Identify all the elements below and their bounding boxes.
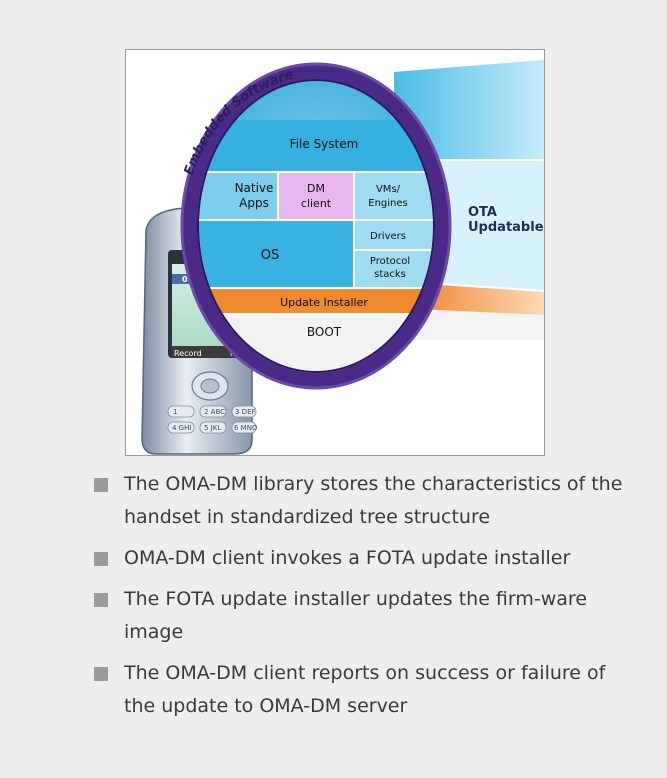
lens-rim-outer xyxy=(180,62,452,390)
bullet-item: The OMA-DM library stores the characteri… xyxy=(94,468,654,534)
lens-rim-inner xyxy=(197,79,435,373)
square-bullet-icon xyxy=(94,478,108,492)
label-protocol-2: stacks xyxy=(374,269,406,280)
phone-key-4: 4 GHI xyxy=(172,424,191,432)
bullet-item: The FOTA update installer updates the fi… xyxy=(94,583,654,649)
phone-key-1: 1 xyxy=(173,408,177,416)
layer-os xyxy=(192,219,355,289)
phone-key-6: 6 MNO xyxy=(234,424,258,432)
phone-key-5: 5 JKL xyxy=(204,424,221,432)
phone-key-2: 2 ABC xyxy=(204,408,225,416)
layer-vms-engines xyxy=(353,171,440,221)
bullet-item: OMA-DM client invokes a FOTA update inst… xyxy=(94,542,654,575)
phone-keypad: 1 2 ABC 3 DEF 4 GHI 5 JKL 6 MNO xyxy=(167,405,258,434)
phone-nav-center xyxy=(200,378,220,394)
layer-dm-client xyxy=(277,171,355,221)
software-stack-lens xyxy=(192,74,440,378)
label-update-installer: Update Installer xyxy=(280,296,368,309)
phone-key-3: 3 DEF xyxy=(235,408,256,416)
label-os: OS xyxy=(261,248,279,263)
bullet-text: The FOTA update installer updates the fi… xyxy=(124,588,588,643)
label-protocol-1: Protocol xyxy=(370,256,410,267)
phone-softkey-left: Record xyxy=(174,349,202,358)
label-file-system: File System xyxy=(290,137,359,151)
label-drivers: Drivers xyxy=(370,231,406,242)
bullet-list: The OMA-DM library stores the characteri… xyxy=(94,468,654,731)
bullet-text: The OMA-DM library stores the characteri… xyxy=(124,473,623,528)
label-native-apps-2: Apps xyxy=(239,196,269,210)
ota-diagram-figure: 00:00 Record More 1 2 ABC 3 DEF 4 GHI xyxy=(125,49,545,456)
ota-label: OTA xyxy=(468,205,497,220)
square-bullet-icon xyxy=(94,593,108,607)
label-boot: BOOT xyxy=(307,325,342,339)
updatable-label: Updatable xyxy=(468,220,544,235)
ota-diagram-svg: 00:00 Record More 1 2 ABC 3 DEF 4 GHI xyxy=(141,60,544,455)
label-native-apps-1: Native xyxy=(235,181,274,195)
square-bullet-icon xyxy=(94,667,108,681)
lens-rim xyxy=(183,65,449,387)
label-vms-2: Engines xyxy=(368,198,407,209)
label-vms-1: VMs/ xyxy=(376,184,401,195)
bullet-text: The OMA-DM client reports on success or … xyxy=(124,662,606,717)
bullet-text: OMA-DM client invokes a FOTA update inst… xyxy=(124,547,571,569)
square-bullet-icon xyxy=(94,552,108,566)
layer-native-apps xyxy=(192,171,279,221)
label-dm-client-2: client xyxy=(301,197,332,210)
bullet-item: The OMA-DM client reports on success or … xyxy=(94,657,654,723)
layer-file-system xyxy=(192,120,440,172)
label-dm-client-1: DM xyxy=(307,182,325,195)
